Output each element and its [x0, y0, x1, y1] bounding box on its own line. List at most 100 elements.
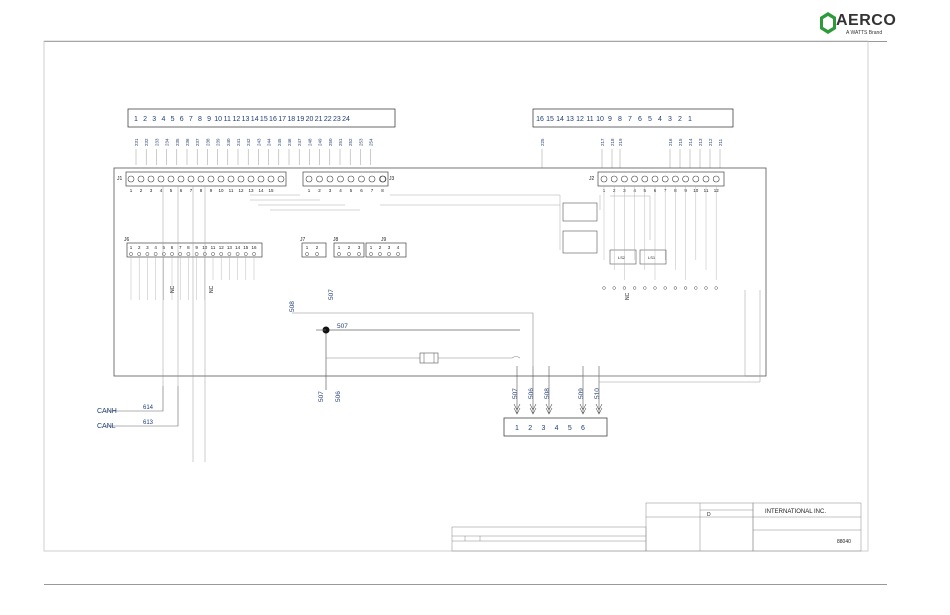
bottom-terminal-number: 2	[528, 425, 532, 432]
j1-pin	[237, 175, 245, 183]
aerco-logo: AERCO A WATTS Brand	[820, 10, 910, 44]
j2-term	[632, 286, 637, 290]
wire-number: 237	[195, 138, 200, 146]
terminal-number: 6	[638, 116, 642, 123]
j3-pin	[379, 175, 386, 183]
j6-pin-number: 14	[235, 245, 241, 250]
j1-pin-number: 5	[170, 188, 173, 193]
j2-pin-number: 8	[674, 188, 677, 193]
j2-pin	[651, 175, 659, 183]
j2-pin-number: 2	[613, 188, 616, 193]
terminal-number: 5	[648, 116, 652, 123]
canl-label: CANL	[97, 423, 116, 430]
j6-pin-number: 6	[171, 245, 174, 250]
signal-leads	[130, 186, 718, 386]
j8-pin-number: 3	[358, 245, 361, 250]
j6-pin	[170, 252, 174, 256]
label-j3: J3	[389, 176, 395, 182]
wire-number: 219	[618, 138, 623, 146]
net-614-label: 614	[143, 405, 154, 411]
terminal-number: 9	[608, 116, 612, 123]
j2-pin-number: 11	[704, 188, 709, 193]
j2-pin	[610, 175, 618, 183]
j6-pin	[194, 252, 199, 256]
j6-pin-number: 4	[154, 245, 157, 250]
j3-pin	[337, 175, 344, 183]
connector-j3	[302, 171, 389, 187]
terminal-number: 12	[233, 116, 241, 123]
j8-pin-number: 1	[338, 245, 341, 250]
bottom-terminal-number: 5	[568, 425, 572, 432]
terminal-number: 1	[134, 116, 138, 123]
terminal-number: 8	[198, 116, 202, 123]
label-j6: J6	[124, 237, 130, 243]
j3-pin	[326, 175, 334, 183]
j2-pin-number: 5	[644, 188, 647, 193]
wire-number: 240	[226, 138, 231, 146]
wire-number: 211	[718, 138, 723, 146]
wire-number: 244	[267, 138, 272, 146]
terminator-wire	[326, 356, 521, 359]
bottom-terminal-number: 6	[581, 425, 585, 432]
j1-pin	[137, 175, 145, 183]
can-bus-wires	[106, 386, 179, 427]
net-510-terminal: 510	[594, 388, 601, 399]
net-509-terminal: 509	[578, 388, 585, 399]
j3-pin	[368, 175, 376, 183]
terminal-number: 5	[171, 116, 175, 123]
j9-pin-number: 3	[388, 245, 391, 250]
j6-pin-number: 5	[163, 245, 166, 250]
j1-pin	[157, 175, 165, 183]
j7-pin	[315, 252, 319, 256]
top-right-terminal-block	[532, 108, 734, 128]
relay-box-bottom	[562, 230, 598, 254]
net-508-terminal: 508	[544, 388, 551, 399]
j1-pin	[247, 175, 255, 183]
wire-number: 254	[369, 138, 374, 146]
j1-pin-number: 14	[258, 188, 264, 193]
j1-pin-number: 10	[218, 188, 224, 193]
j6-pin	[145, 252, 150, 256]
net-613-label: 613	[143, 420, 154, 426]
j2-term	[612, 286, 616, 290]
wire-number: 232	[144, 138, 149, 146]
j1-pin-number: 15	[268, 188, 274, 193]
j2-pin	[661, 175, 669, 183]
j8-pin-number: 2	[348, 245, 351, 250]
terminator-component	[419, 352, 439, 364]
net-506-lower: 506	[335, 391, 342, 402]
wire-number: 242	[246, 138, 251, 146]
terminal-number: 3	[152, 116, 156, 123]
j2-term	[602, 286, 606, 290]
controller-board	[113, 167, 767, 377]
wire-number: 212	[708, 138, 713, 146]
j1-pin-number: 4	[160, 188, 163, 193]
wire-number: 250	[328, 138, 333, 146]
relay-ls1	[639, 249, 667, 265]
relay-box-top	[562, 202, 598, 222]
wire-number: 231	[134, 138, 139, 146]
j6-pin	[211, 252, 215, 256]
terminal-number: 13	[242, 116, 250, 123]
j6-pin	[137, 252, 142, 256]
wire-number: 251	[338, 138, 343, 146]
footer-rule	[44, 584, 887, 585]
terminal-number: 7	[189, 116, 193, 123]
j1-pin-number: 11	[229, 188, 234, 193]
net-507-lower: 507	[318, 391, 325, 402]
j2-term	[683, 286, 688, 290]
shield-wires	[192, 386, 206, 462]
j1-pin	[197, 175, 205, 183]
wire-number: 225	[540, 138, 545, 146]
j6-pin-number: 2	[138, 245, 141, 250]
terminal-number: 16	[536, 116, 544, 123]
j6-pin-number: 8	[187, 245, 190, 250]
terminal-number: 23	[333, 116, 341, 123]
j3-pin	[305, 175, 313, 183]
terminal-number: 15	[260, 116, 268, 123]
wire-number: 233	[154, 138, 159, 146]
j6-pin-number: 13	[227, 245, 233, 250]
